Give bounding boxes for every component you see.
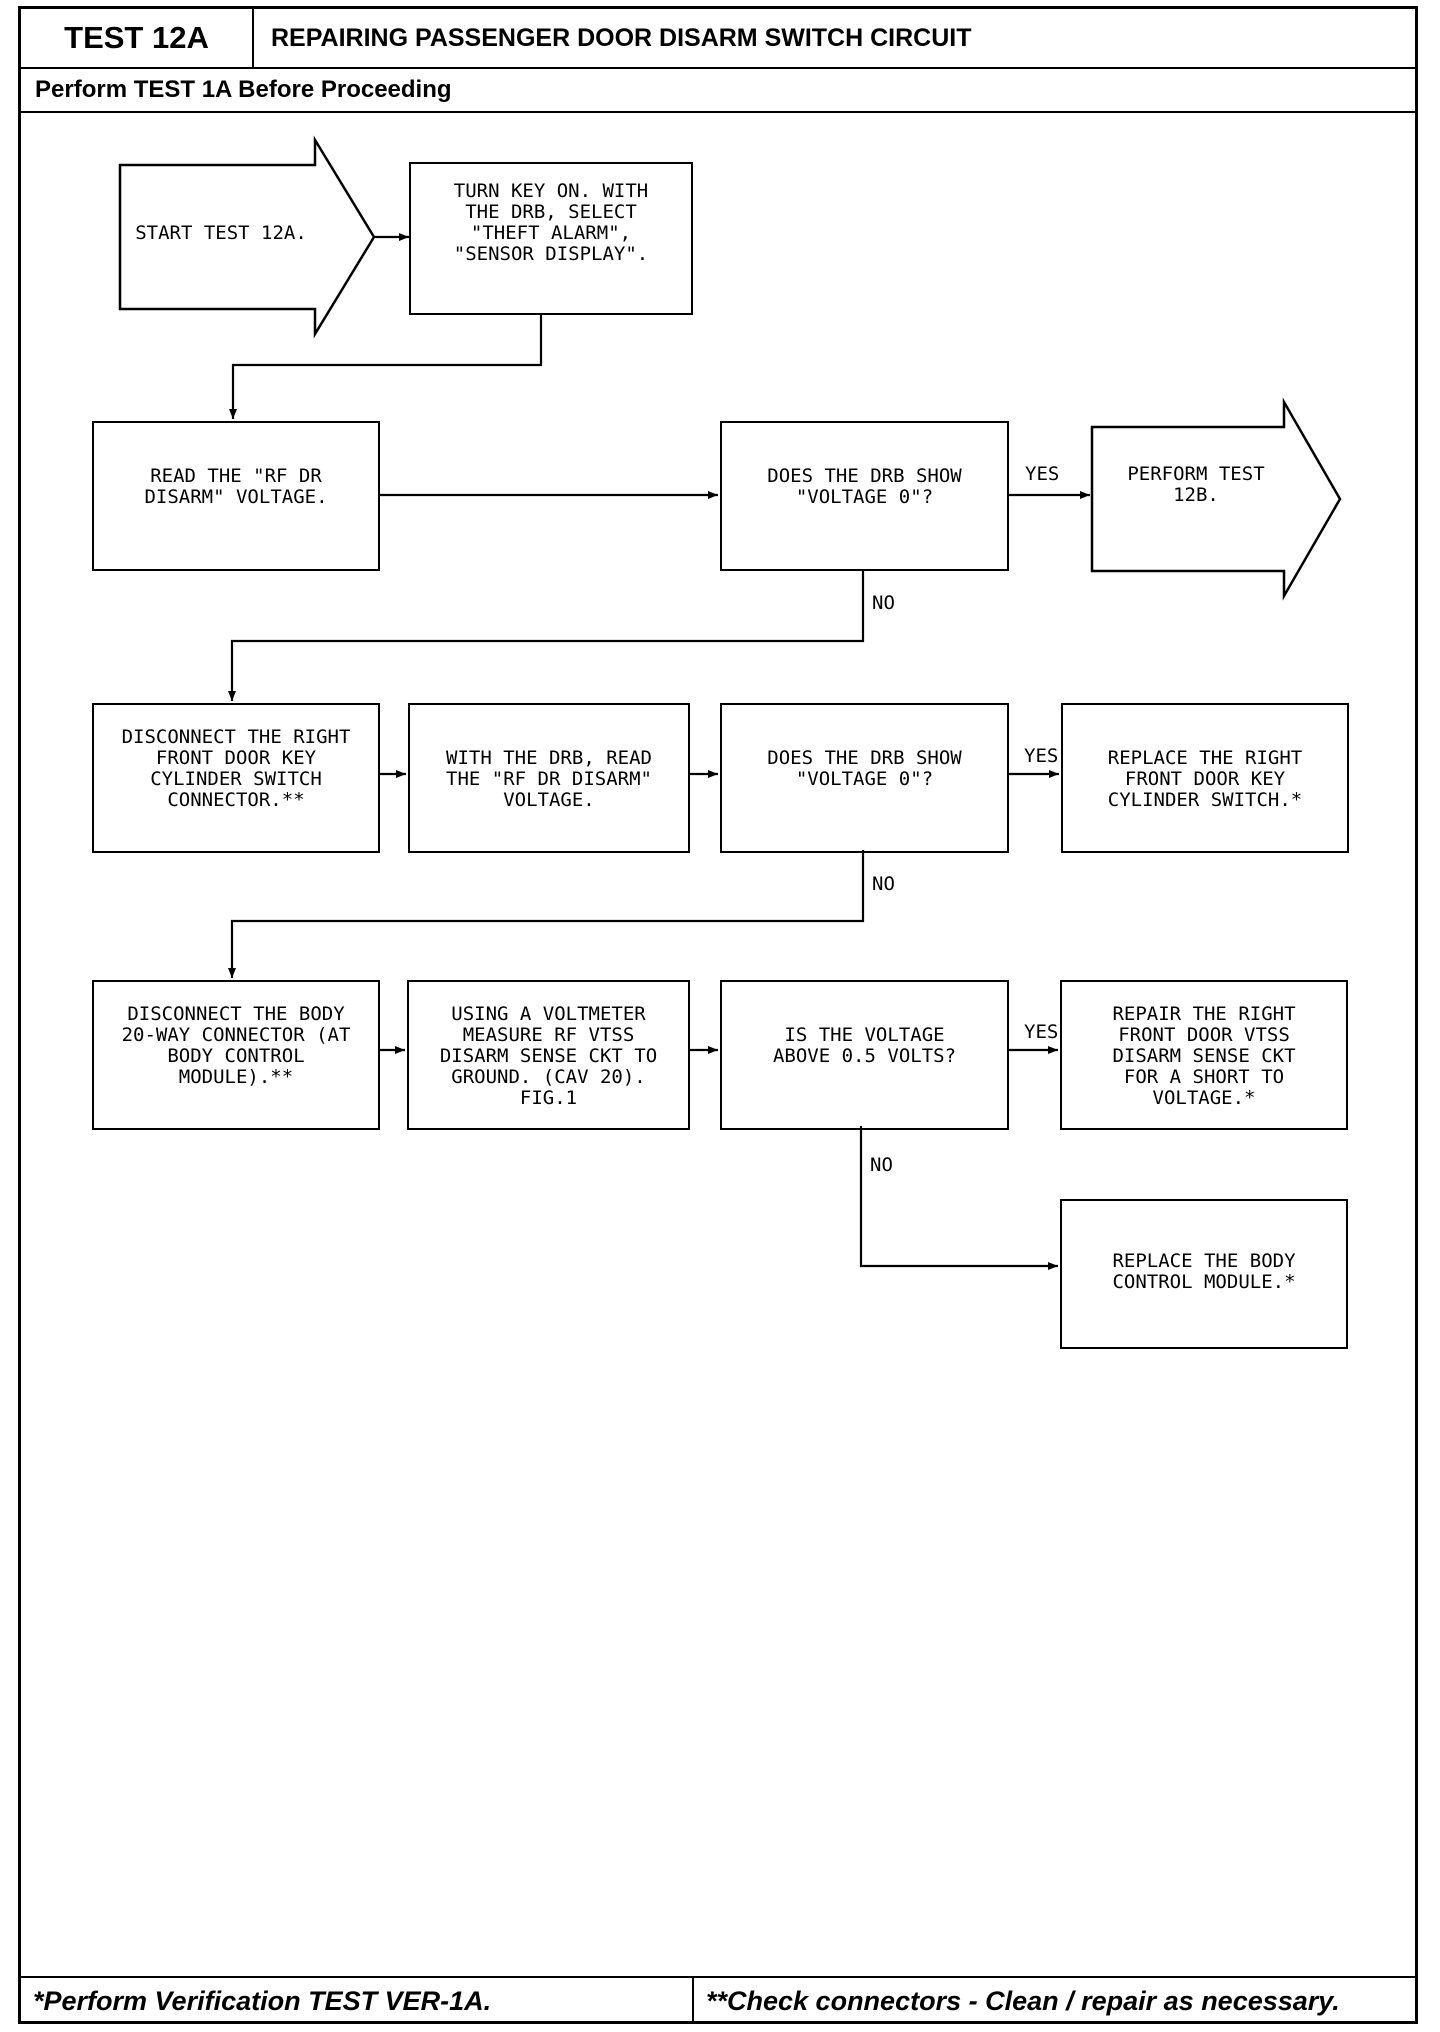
step-measure-voltage: USING A VOLTMETER MEASURE RF VTSS DISARM… [407,980,690,1130]
step-read-voltage: READ THE "RF DR DISARM" VOLTAGE. [92,421,380,571]
test-id: TEST 12A [21,9,254,67]
header-divider [21,111,1415,113]
footer-divider [692,1976,694,2024]
yes-label: YES [1024,745,1059,767]
step-turn-key-on: TURN KEY ON. WITH THE DRB, SELECT "THEFT… [409,162,693,315]
step-disconnect-key-cylinder-switch: DISCONNECT THE RIGHT FRONT DOOR KEY CYLI… [92,703,380,853]
decision-voltage-above-0-5: IS THE VOLTAGE ABOVE 0.5 VOLTS? [720,980,1009,1130]
step-read-rf-dr-disarm: WITH THE DRB, READ THE "RF DR DISARM" VO… [408,703,690,853]
no-label: NO [872,873,895,895]
no-label: NO [872,592,895,614]
decision-drb-voltage-0-first: DOES THE DRB SHOW "VOLTAGE 0"? [720,421,1009,571]
yes-label: YES [1025,463,1060,485]
decision-drb-voltage-0-second: DOES THE DRB SHOW "VOLTAGE 0"? [720,703,1009,853]
flowchart-connectors [118,135,1342,1270]
no-label: NO [870,1154,893,1176]
page-title: REPAIRING PASSENGER DOOR DISARM SWITCH C… [271,23,972,52]
header-divider [21,67,1415,69]
footer-divider [21,1976,1415,1978]
end-arrow-shape [1090,397,1342,601]
start-arrow-shape [118,135,376,339]
end-replace-body-control-module: REPLACE THE BODY CONTROL MODULE.* [1060,1199,1348,1349]
end-repair-disarm-sense-ckt: REPAIR THE RIGHT FRONT DOOR VTSS DISARM … [1060,980,1348,1130]
footer-note-verification: *Perform Verification TEST VER-1A. [33,1985,492,2016]
end-replace-key-cylinder-switch: REPLACE THE RIGHT FRONT DOOR KEY CYLINDE… [1061,703,1349,853]
yes-label: YES [1024,1021,1059,1043]
prerequisite-note: Perform TEST 1A Before Proceeding [35,76,452,103]
start-node: START TEST 12A. [135,222,307,244]
document-page: TEST 12A REPAIRING PASSENGER DOOR DISARM… [18,6,1418,2024]
step-disconnect-body-connector: DISCONNECT THE BODY 20-WAY CONNECTOR (AT… [92,980,380,1130]
end-node-perform-test-12b: PERFORM TEST 12B. [1127,463,1265,506]
footer-note-connectors: **Check connectors - Clean / repair as n… [706,1985,1340,2016]
